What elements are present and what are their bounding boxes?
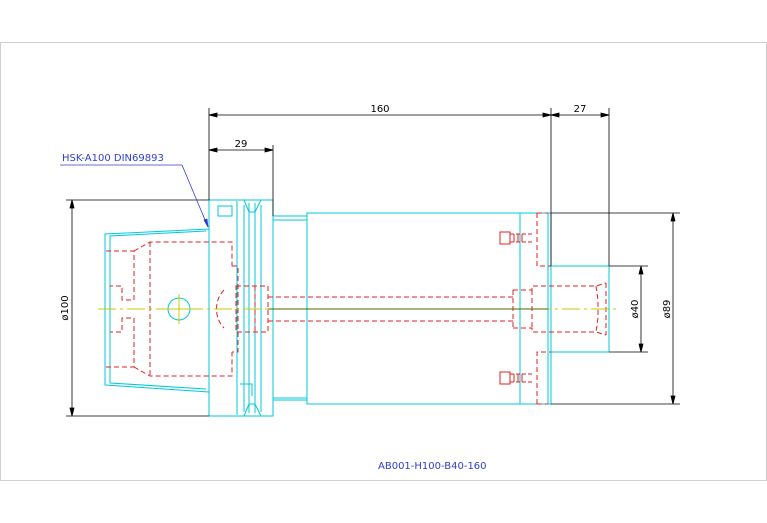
dim-label-dia100: ø100 (60, 295, 71, 320)
coolant-screw-bottom (499, 371, 532, 385)
drawing-number: AB001-H100-B40-160 (378, 461, 487, 472)
dim-label-29: 29 (235, 139, 248, 150)
hsk-label: HSK-A100 DIN69893 (62, 153, 164, 164)
dim-label-dia89: ø89 (662, 300, 673, 319)
dim-label-dia40: ø40 (630, 300, 641, 319)
dimension-lines (66, 108, 680, 417)
hsk-leader (60, 164, 209, 228)
dim-label-160: 160 (370, 104, 389, 115)
coolant-screw-top (499, 231, 532, 245)
dim-label-27: 27 (574, 104, 587, 115)
part-outline (104, 199, 610, 417)
